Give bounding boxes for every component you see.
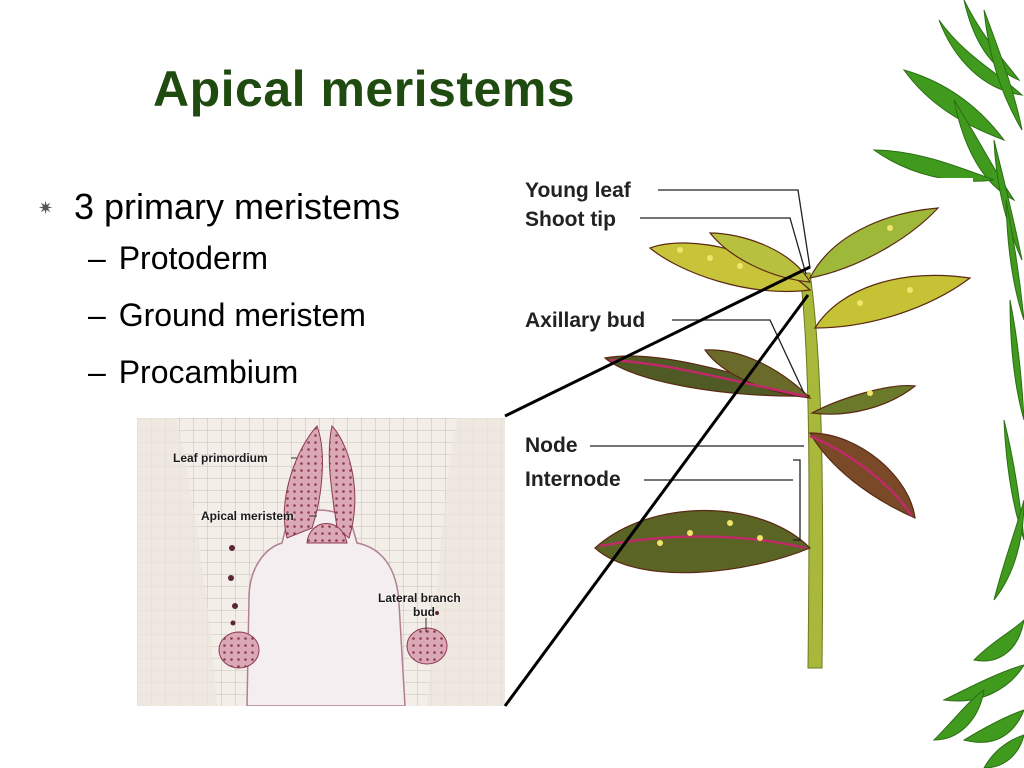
dash-marker: – [88, 354, 106, 390]
shoot-apex-micrograph: Leaf primordium Apical meristem Lateral … [137, 418, 505, 706]
label-lateral-branch-bud: bud [413, 605, 435, 619]
subitem-text: Procambium [118, 354, 299, 390]
label-internode: Internode [525, 468, 621, 491]
slide-title: Apical meristems [153, 61, 576, 117]
asterisk-bullet-icon: ✷ [38, 197, 54, 218]
dash-marker: – [88, 240, 106, 276]
subitem-text: Protoderm [118, 240, 269, 276]
label-apical-meristem: Apical meristem [201, 509, 294, 523]
plant-diagram: Young leaf Shoot tip Axillary bud Node I… [510, 178, 973, 671]
label-node: Node [525, 434, 578, 457]
bullet-text: 3 primary meristems [74, 186, 401, 227]
subitem-procambium: – Procambium [38, 344, 400, 401]
subitem-text: Ground meristem [118, 297, 366, 333]
dash-marker: – [88, 297, 106, 333]
label-axillary-bud: Axillary bud [525, 309, 646, 332]
subitem-ground-meristem: – Ground meristem [38, 287, 400, 344]
bamboo-decoration [872, 0, 1024, 768]
subitem-protoderm: – Protoderm [38, 230, 400, 287]
label-shoot-tip: Shoot tip [525, 208, 616, 231]
label-leaf-primordium: Leaf primordium [173, 451, 268, 465]
micrograph-image [137, 418, 505, 706]
label-lateral-branch: Lateral branch [378, 591, 461, 605]
bullet-list: ✷ 3 primary meristems – Protoderm – Grou… [38, 184, 400, 401]
bullet-item: ✷ 3 primary meristems [38, 184, 400, 230]
plant-illustration [590, 189, 972, 669]
label-young-leaf: Young leaf [525, 179, 631, 202]
